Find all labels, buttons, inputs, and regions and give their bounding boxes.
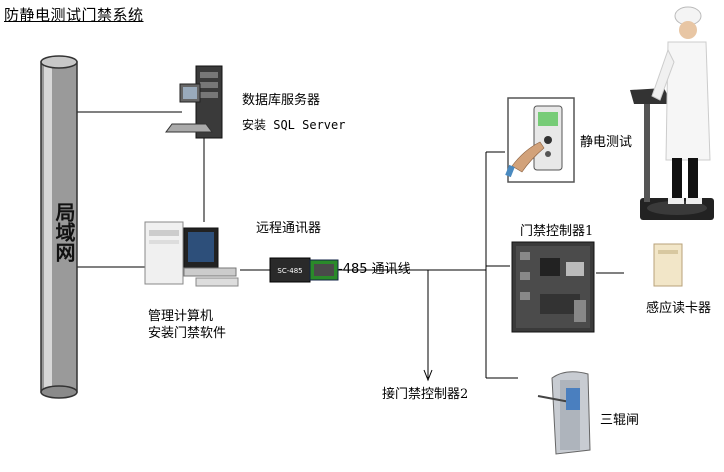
connect-controller2-label: 接门禁控制器2 — [382, 387, 469, 402]
card-reader-label: 感应读卡器 — [646, 301, 712, 316]
ctrl2-arrow-icon — [423, 369, 433, 382]
lan-label: 局域网 — [52, 202, 76, 262]
remote-comm-label: 远程通讯器 — [256, 221, 322, 236]
converter-label: SC-485 — [277, 267, 302, 275]
operator-figure-icon — [630, 6, 714, 220]
db-server-icon — [165, 65, 223, 139]
connection-lines — [77, 111, 624, 379]
card-reader-icon — [653, 243, 683, 287]
turnstile-icon — [537, 371, 591, 455]
turnstile-label: 三辊闸 — [600, 413, 640, 428]
lan-bar-icon — [40, 55, 78, 399]
mgmt-pc-name: 管理计算机 — [148, 309, 214, 324]
rs485-line-label: -485 通讯线 — [338, 262, 411, 277]
db-server-name: 数据库服务器 — [242, 93, 321, 108]
access-controller-icon — [511, 241, 595, 333]
db-server-software: 安装 SQL Server — [242, 118, 346, 132]
mgmt-pc-icon — [144, 221, 239, 287]
esd-test-label: 静电测试 — [580, 135, 633, 150]
lan-bar: 局域网 — [41, 56, 77, 394]
mgmt-pc-software: 安装门禁软件 — [148, 326, 227, 341]
esd-tester-icon — [505, 97, 575, 183]
rs485-converter-icon: SC-485 — [269, 257, 339, 283]
access-controller-label: 门禁控制器1 — [520, 224, 594, 239]
page-title: 防静电测试门禁系统 — [4, 6, 144, 24]
